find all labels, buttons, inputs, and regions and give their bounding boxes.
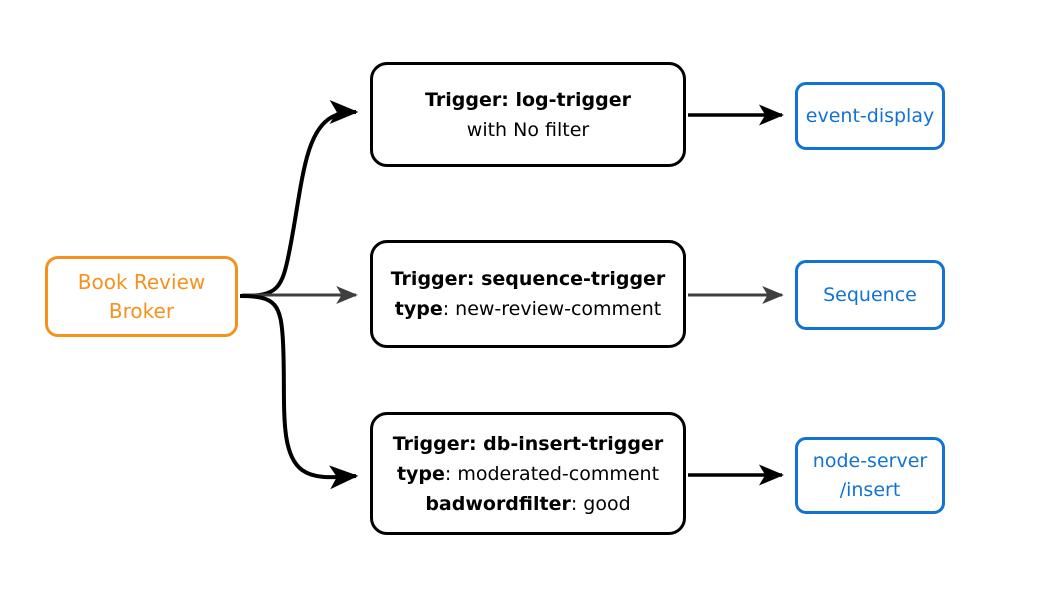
target-2-line2: /insert — [839, 478, 901, 501]
node-book-review-broker[interactable]: Book Review Broker — [45, 256, 238, 337]
target-0-line1: event-display — [805, 104, 935, 127]
node-trigger-db-insert-trigger[interactable]: Trigger: db-insert-trigger type: moderat… — [370, 412, 686, 535]
trigger-2-line3-value: : good — [570, 492, 631, 515]
trigger-1-line2: type: new-review-comment — [395, 294, 662, 324]
node-target-node-server-insert[interactable]: node-server /insert — [795, 437, 945, 514]
trigger-0-line2: with No filter — [467, 115, 589, 145]
node-target-sequence[interactable]: Sequence — [795, 260, 945, 330]
trigger-2-line1-text: Trigger: db-insert-trigger — [392, 432, 664, 455]
trigger-1-line2-key: type — [394, 298, 443, 320]
trigger-2-line3-key: badwordfilter — [425, 492, 571, 515]
broker-label-line1: Book Review — [77, 269, 206, 294]
broker-label-line2: Broker — [108, 298, 175, 323]
target-1-line1: Sequence — [823, 283, 917, 306]
target-2-line1: node-server — [812, 449, 928, 472]
edge-broker-to-db-insert-trigger — [239, 294, 359, 490]
trigger-0-line1: Trigger: log-trigger — [425, 85, 631, 115]
edge-broker-to-log-trigger — [239, 100, 359, 298]
node-trigger-log-trigger[interactable]: Trigger: log-trigger with No filter — [370, 62, 686, 167]
trigger-2-line3: badwordfilter: good — [425, 489, 630, 519]
node-target-event-display[interactable]: event-display — [795, 82, 945, 150]
trigger-2-line2-key: type — [396, 462, 445, 485]
trigger-2-line2: type: moderated-comment — [397, 459, 659, 489]
trigger-2-line1: Trigger: db-insert-trigger — [393, 429, 664, 459]
trigger-1-line1: Trigger: sequence-trigger — [391, 264, 666, 294]
trigger-0-line2-value: with No filter — [466, 118, 590, 141]
trigger-1-line2-value: : new-review-comment — [442, 298, 662, 320]
trigger-1-line1-text: Trigger: sequence-trigger — [390, 268, 666, 290]
node-trigger-sequence-trigger[interactable]: Trigger: sequence-trigger type: new-revi… — [370, 240, 686, 348]
trigger-0-line1-text: Trigger: log-trigger — [425, 88, 631, 111]
trigger-2-line2-value: : moderated-comment — [444, 462, 660, 485]
